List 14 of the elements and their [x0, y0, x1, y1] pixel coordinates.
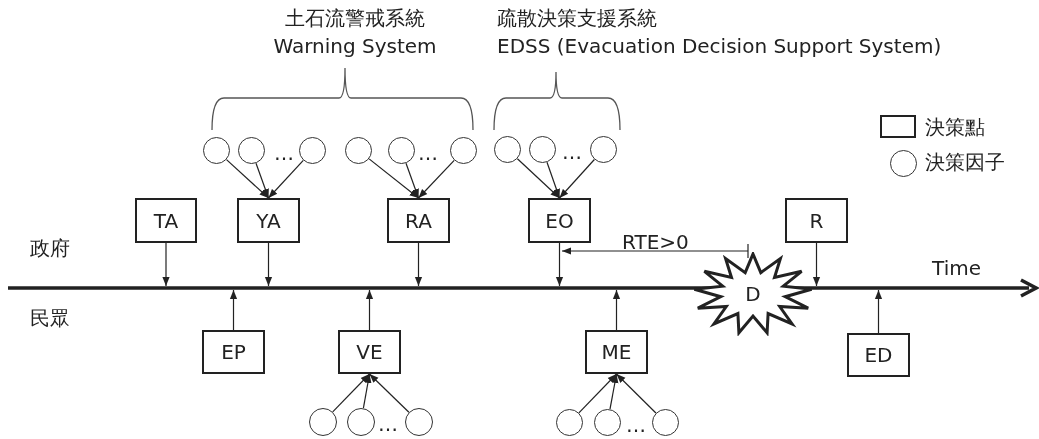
dimension-label: RTE>0: [622, 232, 689, 252]
legend-label: 決策因子: [925, 152, 1005, 172]
heading: Warning System: [273, 36, 437, 56]
axis-label: Time: [932, 258, 981, 278]
legend-label: 決策點: [925, 117, 985, 137]
heading: 疏散決策支援系統: [497, 8, 657, 28]
event-label: D: [745, 282, 761, 306]
ellipsis: …: [378, 414, 398, 434]
ellipsis: …: [274, 143, 294, 163]
ellipsis: …: [626, 415, 646, 435]
heading: EDSS (Evacuation Decision Support System): [497, 36, 942, 56]
ellipsis: …: [562, 142, 582, 162]
heading: 土石流警戒系統: [285, 8, 425, 28]
ellipsis: …: [418, 143, 438, 163]
